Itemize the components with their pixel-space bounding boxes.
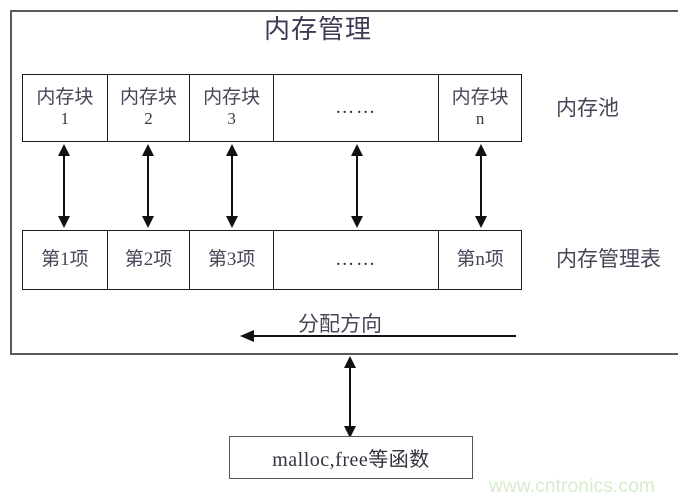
arrow-shaft <box>231 152 233 220</box>
arrow-head-down-icon <box>475 216 487 228</box>
arrow-head-down-icon <box>58 216 70 228</box>
link-arrow-3 <box>224 144 240 228</box>
memory-pool-cell-label: 内存块 <box>451 87 509 108</box>
link-arrow-2 <box>140 144 156 228</box>
link-arrow-4 <box>349 144 365 228</box>
ellipsis-icon: …… <box>335 249 378 270</box>
arrow-shaft <box>349 364 351 430</box>
arrow-head-up-icon <box>58 144 70 156</box>
table-entry-label: 第n项 <box>456 249 504 270</box>
memory-pool-cell: 内存块 2 <box>107 75 191 141</box>
memory-pool-side-label: 内存池 <box>556 96 619 120</box>
memory-pool-cell-label: 内存块 <box>119 87 177 108</box>
arrow-head-up-icon <box>226 144 238 156</box>
allocation-direction-label: 分配方向 <box>298 312 382 336</box>
table-entry-label: 第2项 <box>124 249 173 270</box>
arrow-head-down-icon <box>142 216 154 228</box>
table-entry-label: 第1项 <box>41 249 89 270</box>
watermark: www.cntronics.com <box>489 476 655 497</box>
table-entry-cell: 第n项 <box>439 231 521 289</box>
arrow-shaft <box>147 152 149 220</box>
memory-pool-cell-label: 内存块 <box>36 87 94 108</box>
arrow-head-down-icon <box>344 426 356 438</box>
memory-management-table-side-label: 内存管理表 <box>556 247 661 271</box>
function-box: malloc,free等函数 <box>229 436 473 479</box>
arrow-shaft <box>250 335 516 337</box>
arrow-head-down-icon <box>351 216 363 228</box>
arrow-shaft <box>356 152 358 220</box>
function-box-label: malloc,free等函数 <box>272 449 430 471</box>
table-entry-cell: 第2项 <box>107 231 191 289</box>
memory-pool-cell-index: 1 <box>60 109 70 128</box>
table-ellipsis-cell: …… <box>274 231 440 289</box>
arrow-head-up-icon <box>351 144 363 156</box>
table-entry-label: 第3项 <box>207 249 256 270</box>
memory-pool-ellipsis-cell: …… <box>274 75 440 141</box>
memory-pool-cell-index: n <box>475 109 485 128</box>
memory-pool-row: 内存块 1 内存块 2 内存块 3 …… 内存块 n <box>22 74 522 142</box>
table-entry-cell: 第1项 <box>23 231 108 289</box>
arrow-head-down-icon <box>226 216 238 228</box>
arrow-head-up-icon <box>475 144 487 156</box>
memory-pool-cell: 内存块 n <box>439 75 521 141</box>
arrow-shaft <box>480 152 482 220</box>
allocation-direction-arrow <box>240 330 516 342</box>
memory-pool-cell: 内存块 1 <box>23 75 108 141</box>
arrow-head-up-icon <box>142 144 154 156</box>
memory-pool-cell-label: 内存块 <box>203 87 261 108</box>
memory-pool-cell-index: 2 <box>144 109 153 128</box>
memory-pool-cell: 内存块 3 <box>190 75 274 141</box>
arrow-head-left-icon <box>240 330 254 342</box>
link-arrow-5 <box>473 144 489 228</box>
arrow-head-up-icon <box>344 356 356 368</box>
table-entry-cell: 第3项 <box>190 231 274 289</box>
link-arrow-1 <box>56 144 72 228</box>
memory-management-table-row: 第1项 第2项 第3项 …… 第n项 <box>22 230 522 290</box>
arrow-shaft <box>63 152 65 220</box>
page-title: 内存管理 <box>263 15 372 44</box>
memory-pool-cell-index: 3 <box>227 109 236 128</box>
frame-to-function-connector <box>342 356 358 438</box>
memory-management-frame <box>10 10 678 355</box>
ellipsis-icon: …… <box>335 97 378 118</box>
